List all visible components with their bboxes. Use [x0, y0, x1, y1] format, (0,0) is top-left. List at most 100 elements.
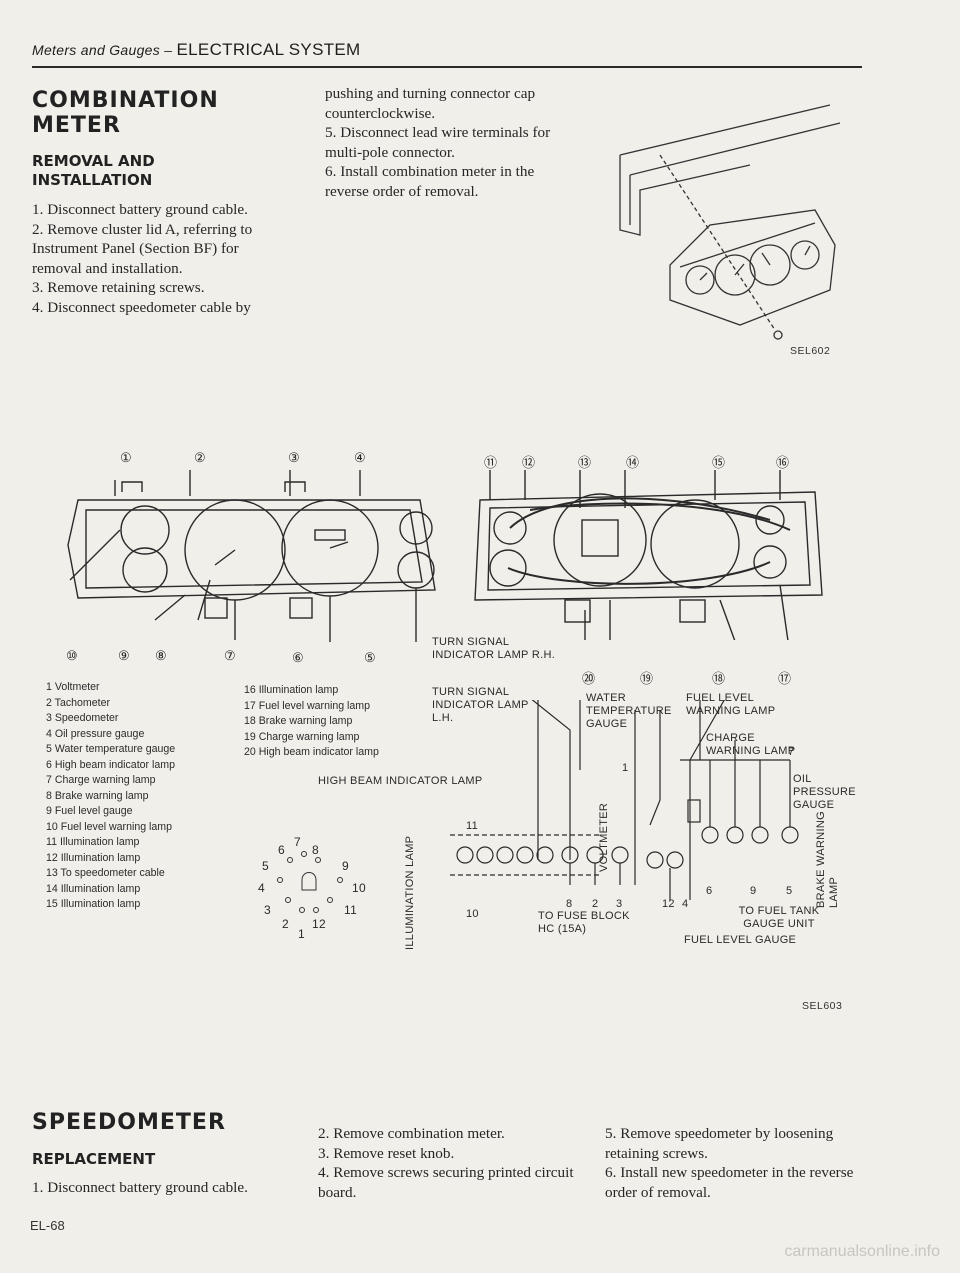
speedo-step-1: 1. Disconnect battery ground cable.: [32, 1179, 248, 1196]
step-3: 3. Remove retaining screws.: [32, 279, 205, 296]
connector-pin: 7: [294, 835, 301, 849]
label-turn-signal-lh: TURN SIGNAL INDICATOR LAMP L.H.: [432, 686, 529, 724]
step-1: 1. Disconnect battery ground cable.: [32, 201, 248, 218]
callout-5: ⑤: [364, 650, 376, 665]
speedo-step-6: 6. Install new speedometer in the revers…: [605, 1164, 854, 1201]
step-4: 4. Disconnect speedometer cable by: [32, 298, 251, 316]
callout-15: ⑮: [712, 455, 726, 470]
wire-number: 11: [466, 820, 479, 832]
label-illumination: ILLUMINATION LAMP: [404, 835, 416, 950]
legend-item: 8 Brake warning lamp: [46, 789, 149, 802]
label-charge-warning: CHARGE WARNING LAMP: [706, 732, 796, 757]
label-oil-pressure: OIL PRESSURE GAUGE: [793, 773, 856, 811]
connector-pin: 12: [312, 917, 326, 931]
legend-item: 4 Oil pressure gauge: [46, 727, 145, 740]
legend-item: 20 High beam indicator lamp: [244, 746, 379, 758]
legend-item: 11 Illumination lamp: [46, 836, 140, 848]
label-fuel-level-gauge: FUEL LEVEL GAUGE: [684, 934, 797, 946]
callout-12: ⑫: [522, 455, 536, 470]
connector-pin: 3: [264, 903, 271, 917]
legend-item: 7 Charge warning lamp: [46, 774, 156, 786]
label-fuel-level-warning: FUEL LEVEL WARNING LAMP: [686, 692, 776, 717]
wire-number: 2: [592, 898, 599, 910]
callout-2: ②: [194, 450, 206, 465]
header-title: ELECTRICAL SYSTEM: [176, 40, 361, 59]
replacement-heading: REPLACEMENT: [32, 1150, 156, 1168]
step-5: 5. Disconnect lead wire terminals for mu…: [325, 124, 551, 161]
page-header: Meters and Gauges – ELECTRICAL SYSTEM: [32, 40, 361, 60]
step-2: 2. Remove cluster lid A, referring to In…: [32, 220, 253, 277]
speedometer-heading: SPEEDOMETER: [32, 1110, 226, 1135]
figure-code-sel603: SEL603: [802, 1000, 843, 1012]
label-fuel-tank: TO FUEL TANK GAUGE UNIT: [738, 905, 820, 930]
wiring-schematic: [450, 700, 799, 900]
legend-item: 6 High beam indicator lamp: [46, 758, 175, 771]
legend-item: 1 Voltmeter: [46, 681, 100, 693]
connector-pin: 5: [262, 859, 269, 873]
callout-4: ④: [354, 450, 366, 465]
connector-pin: 10: [352, 881, 366, 895]
figure-code-sel602: SEL602: [790, 345, 831, 357]
wire-number: 6: [706, 885, 713, 897]
connector-pin: 1: [298, 927, 305, 941]
label-water-temp-gauge: WATER TEMPERATURE GAUGE: [586, 692, 672, 730]
legend-item: 9 Fuel level gauge: [46, 805, 133, 817]
legend-item: 15 Illumination lamp: [46, 898, 141, 910]
connector-pin: 2: [282, 917, 289, 931]
connector-pin: 11: [344, 903, 358, 917]
callout-16: ⑯: [776, 455, 790, 470]
wire-number: 12: [662, 898, 675, 910]
header-rule: [32, 66, 862, 68]
wire-number: 1: [622, 762, 629, 774]
watermark: carmanualsonline.info: [784, 1243, 940, 1260]
callout-7: ⑦: [224, 648, 236, 663]
connector-pin: 8: [312, 843, 319, 857]
label-turn-signal-rh: TURN SIGNAL INDICATOR LAMP R.H.: [432, 636, 556, 661]
legend-item: 16 Illumination lamp: [244, 684, 339, 696]
legend-item: 2 Tachometer: [46, 696, 110, 709]
callout-8: ⑧: [155, 648, 167, 663]
wire-number: 10: [466, 908, 479, 920]
wire-number: 5: [786, 885, 793, 897]
header-section: Meters and Gauges –: [32, 42, 177, 58]
meter-front-drawing: [67, 470, 436, 642]
wire-number: 4: [682, 898, 689, 910]
meter-rear-drawing: [474, 470, 823, 640]
label-high-beam: HIGH BEAM INDICATOR LAMP: [318, 775, 483, 787]
connector-pin: 6: [278, 843, 285, 857]
speedometer-steps-col2: 2. Remove combination meter. 3. Remove r…: [318, 1124, 578, 1202]
callout-9: ⑨: [118, 648, 130, 663]
legend-left: 1 Voltmeter 2 Tachometer 3 Speedometer 4…: [46, 680, 246, 913]
callout-20: ⑳: [582, 671, 596, 686]
connector-drawing: [277, 851, 343, 913]
legend-item: 18 Brake warning lamp: [244, 715, 353, 727]
page-number: EL-68: [30, 1218, 65, 1233]
wire-number: 3: [616, 898, 623, 910]
step-4-cont: pushing and turning connector cap counte…: [325, 85, 536, 122]
removal-steps-left: 1. Disconnect battery ground cable. 2. R…: [32, 200, 290, 317]
speedo-step-4: 4. Remove screws securing printed circui…: [318, 1164, 574, 1201]
speedometer-steps-col3: 5. Remove speedometer by loosening retai…: [605, 1124, 863, 1202]
speedo-step-5: 5. Remove speedometer by loosening retai…: [605, 1125, 834, 1162]
meter-install-illustration: [619, 104, 841, 340]
legend-item: 5 Water temperature gauge: [46, 743, 176, 755]
speedo-step-2: 2. Remove combination meter.: [318, 1125, 505, 1142]
removal-installation-heading: REMOVAL AND INSTALLATION: [32, 152, 155, 189]
callout-1: ①: [120, 450, 132, 465]
removal-steps-right: pushing and turning connector cap counte…: [325, 84, 580, 201]
legend-item: 17 Fuel level warning lamp: [244, 699, 371, 712]
callout-17: ⑰: [778, 671, 792, 686]
callout-6: ⑥: [292, 650, 304, 665]
callout-13: ⑬: [578, 455, 592, 470]
legend-item: 19 Charge warning lamp: [244, 730, 360, 743]
wire-number: 9: [750, 885, 757, 897]
label-fuse-block: TO FUSE BLOCK HC (15A): [538, 910, 630, 935]
connector-pin: 4: [258, 881, 265, 895]
callout-11: ⑪: [484, 455, 498, 470]
step-6: 6. Install combination meter in the reve…: [325, 163, 535, 200]
wire-number: 7: [788, 746, 795, 758]
callout-14: ⑭: [626, 455, 640, 470]
legend-item: 12 Illumination lamp: [46, 851, 141, 864]
callout-10: ⑩: [66, 648, 78, 663]
connector-pin: 9: [342, 859, 349, 873]
